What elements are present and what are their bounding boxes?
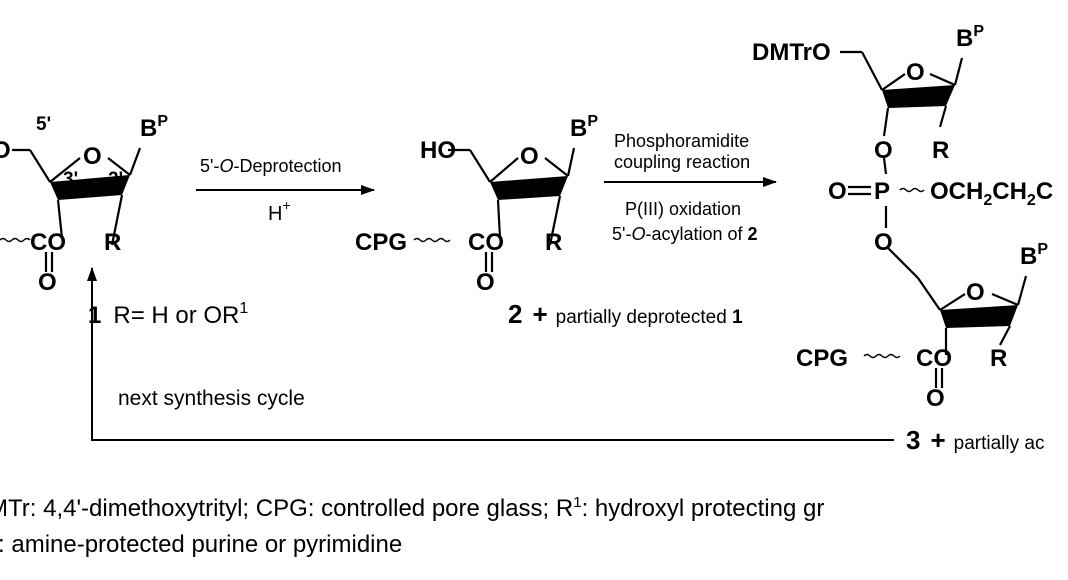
acid-label: H+ xyxy=(268,197,291,225)
compound-1-carbonyl-oxygen: O xyxy=(38,269,57,296)
compound-1-structure xyxy=(0,147,142,272)
compound-2-ester: CO xyxy=(468,229,504,256)
compound-3-cyanoethyl: OCH2CH2C xyxy=(930,178,1053,209)
compound-2-hydroxyl: HO xyxy=(420,137,456,164)
position-5-label: 5' xyxy=(36,114,51,135)
next-cycle-label: next synthesis cycle xyxy=(118,387,305,410)
next-cycle-arrow xyxy=(87,267,894,441)
compound-2-r-group: R xyxy=(545,229,562,256)
compound-2-ring-oxygen: O xyxy=(520,143,539,170)
acylation-label: 5'-O-acylation of 2 xyxy=(612,224,758,244)
position-2-label: 2' xyxy=(108,169,123,190)
compound-2-carbonyl-oxygen: O xyxy=(476,269,495,296)
compound-3-bottom-base: BP xyxy=(1020,241,1048,270)
compound-3-bottom-ring-oxygen: O xyxy=(966,279,985,306)
compound-3-label: 3+partially ac xyxy=(906,425,1044,455)
abbreviation-legend: MTr: 4,4'-dimethoxytrityl; CPG: controll… xyxy=(0,488,1068,560)
compound-3-structure xyxy=(840,50,1028,388)
compound-3-dmtr: DMTrO xyxy=(752,39,831,66)
legend-line-1: MTr: 4,4'-dimethoxytrityl; CPG: controll… xyxy=(0,494,825,522)
compound-3-ester: CO xyxy=(916,345,952,372)
compound-3-phosphorus: P xyxy=(874,178,890,205)
compound-3-support: CPG xyxy=(796,345,848,372)
compound-3-phosphoryl-oxygen: O xyxy=(828,178,847,205)
compound-2-base: BP xyxy=(570,113,598,142)
compound-2-structure xyxy=(413,147,576,272)
compound-3-top-r-group: R xyxy=(932,137,949,164)
coupling-label-line1: Phosphoramidite xyxy=(614,131,749,151)
compound-1-r-group: R xyxy=(104,229,121,256)
position-3-label: 3' xyxy=(63,169,78,190)
compound-3-carbonyl-oxygen: O xyxy=(926,385,945,412)
compound-1-ester: CO xyxy=(30,229,66,256)
legend-line-2: P: amine-protected purine or pyrimidine xyxy=(0,531,403,558)
compound-2-label: 2+partially deprotected 1 xyxy=(508,299,743,329)
compound-3-top-ring-oxygen: O xyxy=(906,59,925,86)
compound-1-oxygen-5: O xyxy=(0,137,11,164)
oxidation-label: P(III) oxidation xyxy=(625,199,741,219)
compound-3-3-oxygen: O xyxy=(874,137,893,164)
compound-1-base: BP xyxy=(140,113,168,142)
compound-1-ring-oxygen: O xyxy=(83,143,102,170)
compound-3-bottom-r-group: R xyxy=(990,345,1007,372)
coupling-label-line2: coupling reaction xyxy=(614,152,750,172)
compound-3-top-base: BP xyxy=(956,23,984,52)
compound-3-5-oxygen: O xyxy=(874,229,893,256)
compound-2-support: CPG xyxy=(355,229,407,256)
deprotection-label: 5'-O-Deprotection xyxy=(200,156,342,176)
